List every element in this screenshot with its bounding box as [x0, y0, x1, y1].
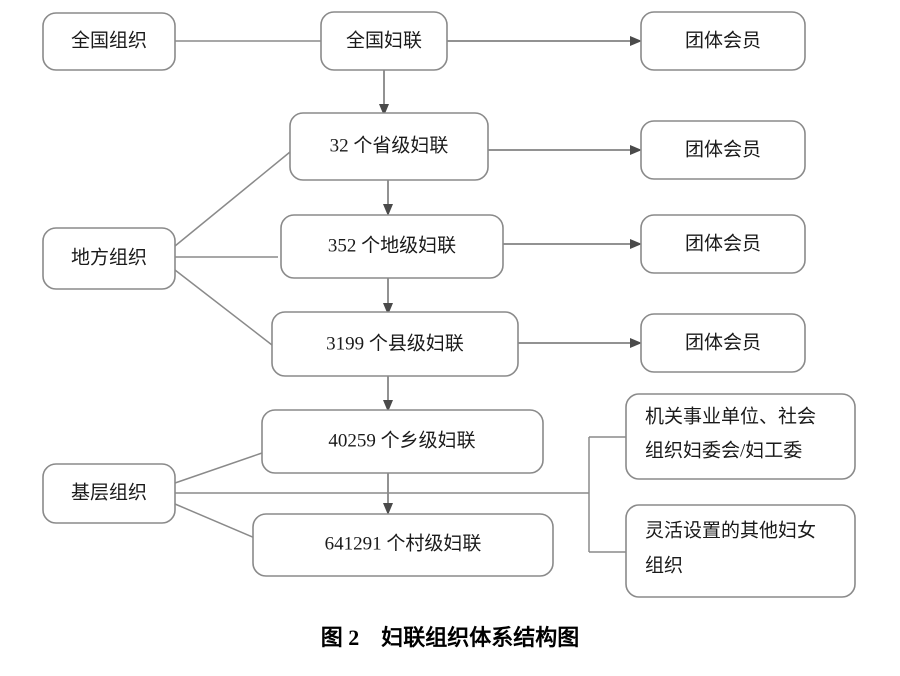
arrow-head-member4 — [630, 338, 642, 348]
node-group-member-3-label: 团体会员 — [685, 232, 761, 254]
node-flexible-line2: 组织 — [645, 554, 683, 576]
edge-local-org-to-county — [174, 269, 273, 346]
arrow-head-village — [383, 503, 393, 515]
edge-grassroots-to-township — [174, 452, 263, 484]
arrow-head-member3 — [630, 239, 642, 249]
node-township-federation[interactable]: 40259 个乡级妇联 — [261, 409, 544, 474]
node-group-member-2-label: 团体会员 — [685, 138, 761, 160]
node-flexible-womens-org-box[interactable] — [625, 504, 856, 598]
arrow-head-provincial — [379, 104, 389, 116]
node-grassroots-org-box[interactable] — [42, 463, 176, 524]
node-local-org-label: 地方组织 — [71, 246, 147, 268]
node-group-member-4-box[interactable] — [640, 313, 806, 373]
node-provincial-federation[interactable]: 32 个省级妇联 — [289, 112, 489, 181]
connectors-group — [174, 36, 642, 553]
node-prefecture-federation-label: 352 个地级妇联 — [328, 234, 456, 256]
arrow-head-township — [383, 400, 393, 412]
node-group-member-4[interactable]: 团体会员 — [640, 313, 806, 373]
node-institution-womens-committee-box[interactable] — [625, 393, 856, 480]
arrow-head-county — [383, 303, 393, 315]
node-grassroots-org[interactable]: 基层组织 — [42, 463, 176, 524]
node-local-org[interactable]: 地方组织 — [42, 227, 176, 290]
node-group-member-3[interactable]: 团体会员 — [640, 214, 806, 274]
edge-grassroots-to-village — [174, 503, 263, 542]
node-group-member-4-label: 团体会员 — [685, 331, 761, 353]
node-provincial-federation-box[interactable] — [289, 112, 489, 181]
node-institution-line1: 机关事业单位、社会 — [645, 405, 816, 427]
node-county-federation-label: 3199 个县级妇联 — [326, 332, 464, 354]
arrow-head-member1 — [630, 36, 642, 46]
node-group-member-1-box[interactable] — [640, 11, 806, 71]
node-group-member-1[interactable]: 团体会员 — [640, 11, 806, 71]
node-group-member-3-box[interactable] — [640, 214, 806, 274]
node-flexible-line1: 灵活设置的其他妇女 — [645, 519, 816, 541]
node-village-federation-label: 641291 个村级妇联 — [325, 532, 482, 554]
node-township-federation-box[interactable] — [261, 409, 544, 474]
node-institution-womens-committee[interactable]: 机关事业单位、社会 组织妇委会/妇工委 — [625, 393, 856, 480]
node-flexible-womens-org[interactable]: 灵活设置的其他妇女 组织 — [625, 504, 856, 598]
arrow-head-member2 — [630, 145, 642, 155]
node-national-org-label: 全国组织 — [71, 29, 147, 51]
node-national-org[interactable]: 全国组织 — [42, 12, 176, 71]
node-provincial-federation-label: 32 个省级妇联 — [330, 134, 449, 156]
arrow-head-prefecture — [383, 204, 393, 216]
node-group-member-2[interactable]: 团体会员 — [640, 120, 806, 180]
node-prefecture-federation-box[interactable] — [280, 214, 504, 279]
node-township-federation-label: 40259 个乡级妇联 — [328, 429, 475, 451]
node-group-member-1-label: 团体会员 — [685, 29, 761, 51]
node-national-federation[interactable]: 全国妇联 — [320, 11, 448, 71]
node-group-member-2-box[interactable] — [640, 120, 806, 180]
figure-caption: 图 2 妇联组织体系结构图 — [321, 625, 580, 650]
node-institution-line2: 组织妇委会/妇工委 — [645, 439, 802, 461]
edge-local-org-to-provincial — [174, 151, 291, 247]
node-grassroots-org-label: 基层组织 — [71, 481, 147, 503]
node-national-federation-box[interactable] — [320, 11, 448, 71]
node-county-federation-box[interactable] — [271, 311, 519, 377]
node-village-federation[interactable]: 641291 个村级妇联 — [252, 513, 554, 577]
node-national-org-box[interactable] — [42, 12, 176, 71]
node-village-federation-box[interactable] — [252, 513, 554, 577]
node-prefecture-federation[interactable]: 352 个地级妇联 — [280, 214, 504, 279]
node-national-federation-label: 全国妇联 — [346, 29, 422, 51]
node-local-org-box[interactable] — [42, 227, 176, 290]
node-county-federation[interactable]: 3199 个县级妇联 — [271, 311, 519, 377]
